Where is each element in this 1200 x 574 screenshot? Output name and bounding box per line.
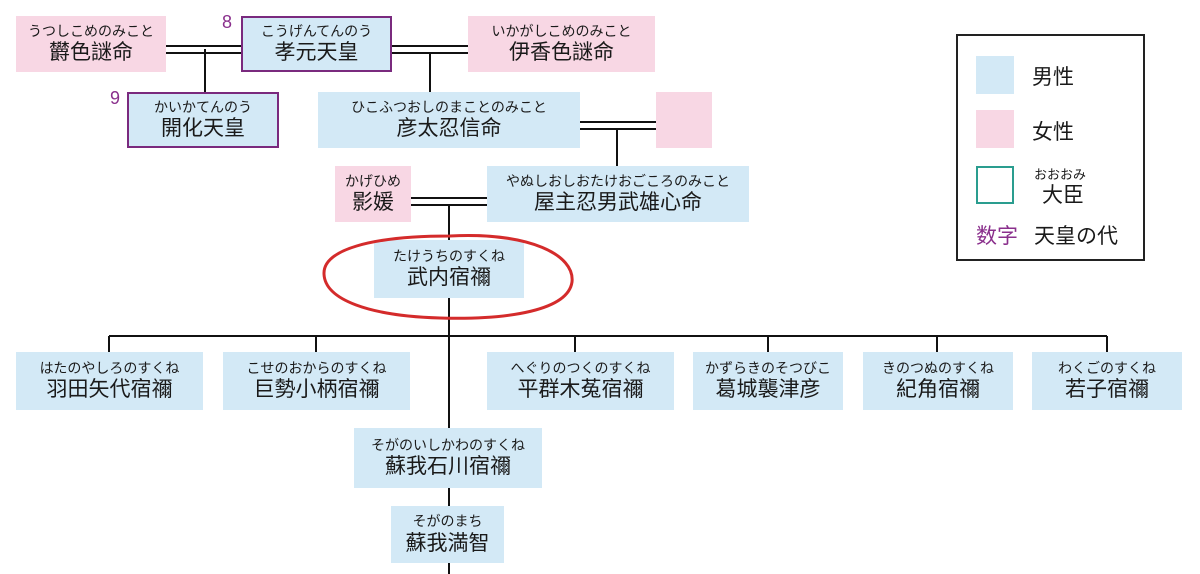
node-name: 羽田矢代宿禰 (46, 377, 173, 402)
legend-number-key: 数字 (976, 224, 1018, 248)
node-hata: はたのやしろのすくね 羽田矢代宿禰 (16, 352, 203, 410)
legend-male-label: 男性 (1032, 65, 1074, 89)
node-kogen: こうげんてんのう 孝元天皇 (241, 16, 392, 72)
node-name: 影媛 (352, 190, 394, 215)
node-heguri: へぐりのつくのすくね 平群木菟宿禰 (487, 352, 674, 410)
node-soga-ishikawa: そがのいしかわのすくね 蘇我石川宿禰 (354, 428, 542, 488)
node-kagehime: かげひめ 影媛 (335, 166, 411, 222)
legend-female-swatch (976, 110, 1014, 148)
node-wakugo: わくごのすくね 若子宿禰 (1032, 352, 1182, 410)
node-ruby: やぬしおしおたけおごころのみこと (506, 173, 730, 190)
node-name: 屋主忍男武雄心命 (534, 190, 702, 215)
node-kose: こせのおからのすくね 巨勢小柄宿禰 (223, 352, 410, 410)
node-ruby: へぐりのつくのすくね (510, 360, 651, 377)
node-ruby: かいかてんのう (154, 99, 252, 116)
node-name: 孝元天皇 (274, 40, 359, 65)
node-ruby: そがのいしかわのすくね (371, 437, 525, 454)
node-ruby: うつしこめのみこと (28, 23, 154, 40)
node-kaika: かいかてんのう 開化天皇 (127, 92, 279, 148)
node-name: 欝色謎命 (49, 40, 133, 65)
node-name: 伊香色謎命 (509, 40, 614, 65)
node-hikofutsuoshi: ひこふつおしのまことのみこと 彦太忍信命 (318, 92, 580, 148)
legend: 男性 女性 おおおみ 大臣 数字 天皇の代 (956, 34, 1145, 261)
emperor-number-8: 8 (222, 12, 233, 32)
node-ikagashikome: いかがしこめのみこと 伊香色謎命 (468, 16, 655, 72)
node-name: 巨勢小柄宿禰 (253, 377, 380, 402)
node-utsushikome: うつしこめのみこと 欝色謎命 (16, 16, 166, 72)
emperor-number-9: 9 (110, 88, 121, 108)
node-name: 彦太忍信命 (396, 116, 502, 141)
legend-male-swatch (976, 56, 1014, 94)
node-name: 蘇我満智 (405, 530, 490, 555)
node-unknown-wife (656, 92, 712, 148)
node-name: 紀角宿禰 (896, 377, 980, 402)
node-ruby: かずらきのそつびこ (705, 360, 831, 377)
node-name: 武内宿禰 (407, 265, 491, 290)
legend-female-label: 女性 (1032, 120, 1074, 144)
node-ruby: わくごのすくね (1058, 360, 1156, 377)
node-ruby: かげひめ (345, 173, 401, 190)
node-katsuragi: かずらきのそつびこ 葛城襲津彦 (693, 352, 843, 410)
node-name: 蘇我石川宿禰 (385, 454, 511, 479)
node-yanushioshio: やぬしおしおたけおごころのみこと 屋主忍男武雄心命 (487, 166, 749, 222)
node-takeuchi: たけうちのすくね 武内宿禰 (374, 240, 524, 298)
node-ruby: きのつぬのすくね (882, 360, 994, 377)
node-soga-machi: そがのまち 蘇我満智 (391, 506, 504, 563)
legend-minister-ruby: おおおみ (1034, 168, 1087, 183)
legend-minister-swatch (976, 166, 1014, 204)
node-ruby: いかがしこめのみこと (491, 23, 632, 40)
legend-number-desc: 天皇の代 (1034, 224, 1118, 248)
node-ruby: はたのやしろのすくね (39, 360, 180, 377)
node-ruby: こせのおからのすくね (246, 360, 387, 377)
node-ki: きのつぬのすくね 紀角宿禰 (863, 352, 1013, 410)
node-ruby: こうげんてんのう (260, 23, 373, 40)
legend-minister-label: 大臣 (1042, 183, 1084, 207)
node-name: 開化天皇 (161, 116, 245, 141)
node-name: 平群木菟宿禰 (517, 377, 644, 402)
node-ruby: そがのまち (412, 514, 483, 531)
node-ruby: ひこふつおしのまことのみこと (351, 99, 547, 116)
node-name: 若子宿禰 (1065, 377, 1149, 402)
node-ruby: たけうちのすくね (393, 248, 505, 265)
node-name: 葛城襲津彦 (715, 377, 821, 402)
